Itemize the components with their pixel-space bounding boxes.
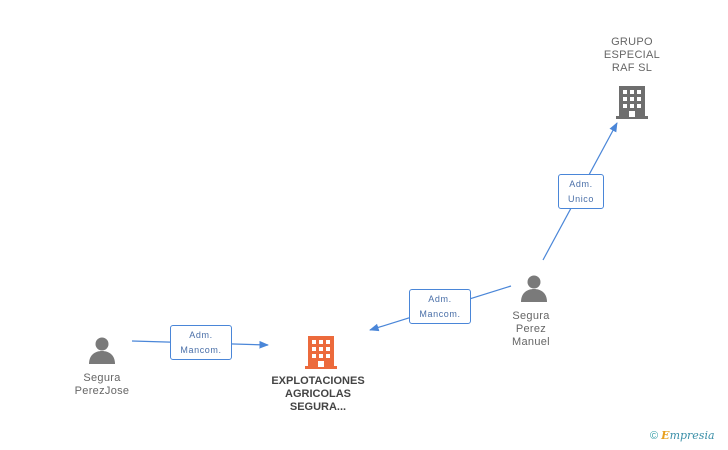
- node-explotaciones-label[interactable]: EXPLOTACIONES AGRICOLAS SEGURA...: [258, 375, 378, 414]
- node-grupo-especial-label[interactable]: GRUPO ESPECIAL RAF SL: [582, 36, 682, 75]
- edge-label-adm-mancom-manuel[interactable]: Adm. Mancom.: [409, 289, 471, 324]
- node-segura-manuel-label[interactable]: Segura Perez Manuel: [494, 310, 568, 349]
- person-icon[interactable]: [519, 273, 549, 303]
- person-icon[interactable]: [87, 335, 117, 365]
- node-label-line: ESPECIAL: [603, 49, 661, 61]
- empresia-logo: Empresia: [661, 429, 715, 442]
- edge-label-line: Adm.: [428, 294, 452, 304]
- edge-label-line: Adm.: [189, 330, 213, 340]
- node-label-line: Manuel: [512, 336, 550, 348]
- edge-label-line: Unico: [567, 194, 594, 204]
- edge-label-adm-unico[interactable]: Adm. Unico: [558, 174, 604, 209]
- edge-label-line: Mancom.: [419, 309, 461, 319]
- building-icon-highlighted[interactable]: [304, 334, 338, 370]
- node-label-line: RAF SL: [611, 62, 653, 74]
- node-label-line: Segura: [83, 372, 121, 384]
- node-label-line: EXPLOTACIONES: [271, 375, 365, 387]
- node-label-line: AGRICOLAS: [285, 388, 351, 400]
- node-label-line: PerezJose: [74, 385, 130, 397]
- node-label-line: GRUPO: [611, 36, 653, 48]
- copyright-symbol: ©: [650, 430, 659, 442]
- node-label-line: Perez: [515, 323, 547, 335]
- edge-label-adm-mancom-jose[interactable]: Adm. Mancom.: [170, 325, 232, 360]
- empresia-watermark: © Empresia: [650, 429, 715, 442]
- edge-label-line: Adm.: [569, 179, 593, 189]
- node-label-line: Segura: [512, 310, 550, 322]
- building-icon[interactable]: [615, 84, 649, 120]
- edge-label-line: Mancom.: [180, 345, 222, 355]
- node-segura-jose-label[interactable]: Segura PerezJose: [62, 372, 142, 398]
- node-label-line: SEGURA...: [289, 401, 347, 413]
